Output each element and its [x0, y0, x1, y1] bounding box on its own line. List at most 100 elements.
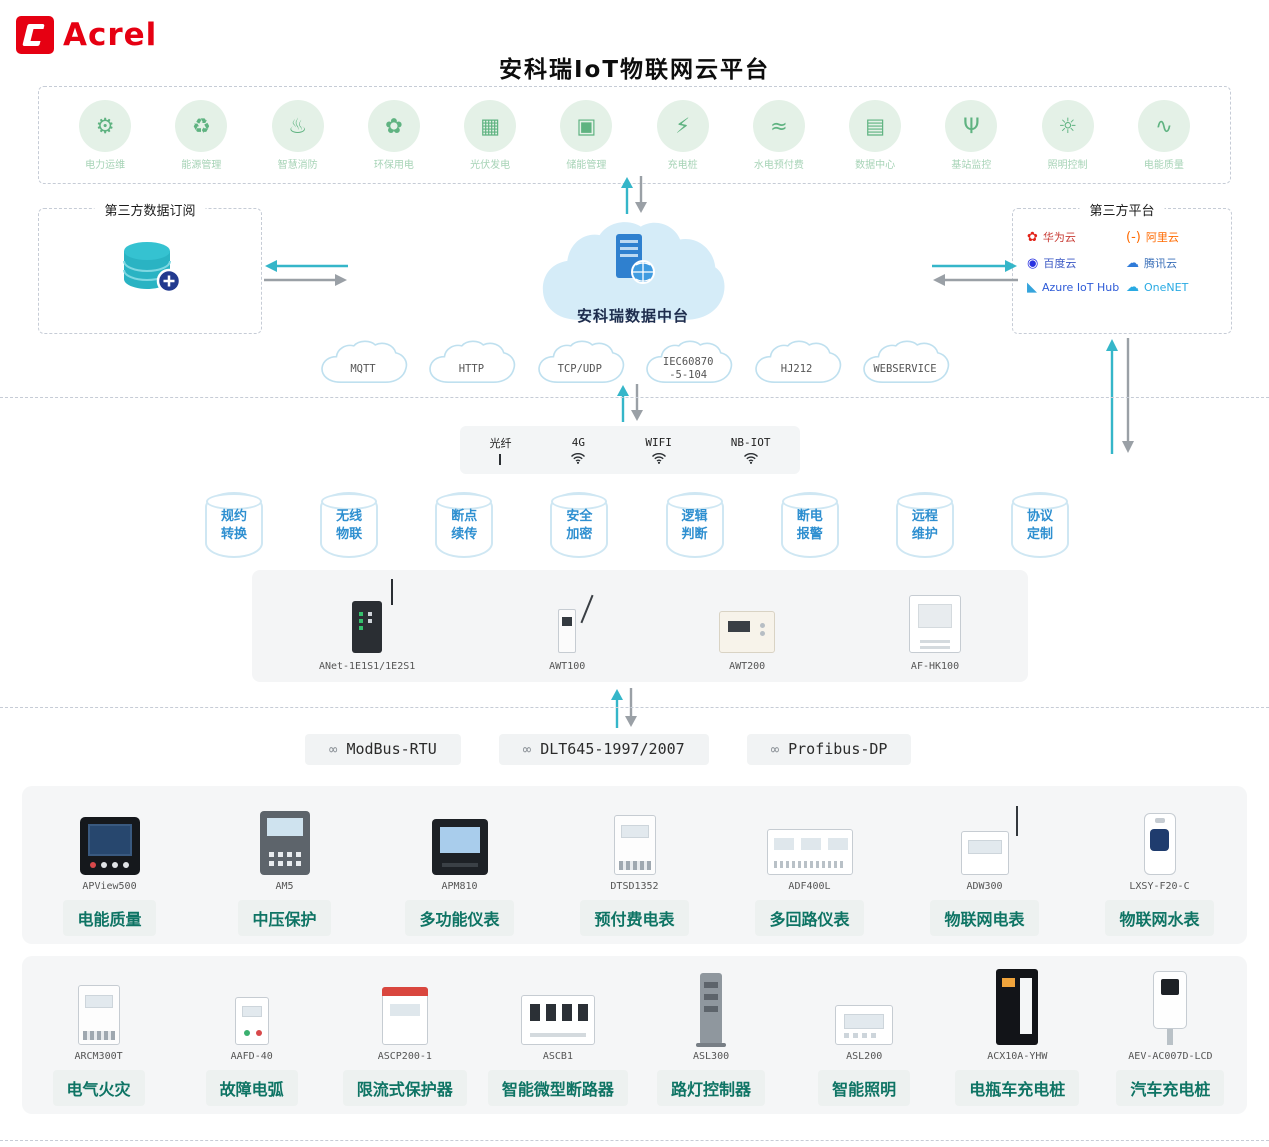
app-icon-item: ≈ 水电预付费: [743, 99, 815, 171]
app-icon-item: ♨ 智慧消防: [262, 99, 334, 171]
capability-label: 远程 维护: [911, 509, 938, 543]
capability-cylinder: 无线 物联: [320, 492, 379, 558]
capability-cylinder: 规约 转换: [205, 492, 263, 558]
app-icon-glyph: ☼: [1058, 113, 1078, 138]
app-icon-item: ▤ 数据中心: [839, 99, 911, 171]
product-item: DTSD1352 预付费电表: [547, 795, 722, 936]
app-icon: ▦: [464, 99, 517, 152]
capability-label: 安全 加密: [566, 509, 593, 543]
product-item: APM810 多功能仪表: [372, 795, 547, 936]
connectivity-item: WIFI: [645, 436, 672, 464]
gateway-item: AWT100: [549, 591, 585, 672]
cloud-shape-icon: [321, 340, 408, 383]
protocol-cloud-label: TCP/UDP: [557, 362, 602, 375]
provider-logo-icon: ✿: [1027, 229, 1038, 245]
product-image: [431, 818, 488, 875]
product-image: [835, 1004, 894, 1045]
product-image: [613, 814, 656, 875]
bus-protocol-row: ∞ModBus-RTU ∞DLT645-1997/2007 ∞Profibus-…: [305, 734, 912, 765]
product-model: ADF400L: [788, 880, 831, 892]
capability-label: 逻辑 判断: [681, 509, 708, 543]
product-image: [381, 986, 428, 1045]
product-image: [234, 996, 269, 1045]
product-model: ARCM300T: [74, 1050, 123, 1062]
section-divider: [0, 397, 1269, 398]
product-category-badge: 汽车充电桩: [1116, 1069, 1225, 1106]
app-icon-label: 智慧消防: [277, 159, 318, 171]
product-item: ASCB1 智能微型断路器: [481, 965, 634, 1106]
connectivity-item: 光纤: [489, 435, 511, 465]
protocol-cloud-label: WEBSERVICE: [873, 362, 937, 375]
connectivity-label: WIFI: [645, 436, 672, 449]
app-icon-glyph: ∿: [1155, 113, 1173, 138]
product-model: ACX10A-YHW: [987, 1050, 1048, 1062]
product-category-badge: 故障电弧: [205, 1069, 298, 1106]
product-category-badge: 电气火灾: [52, 1069, 145, 1106]
bus-protocol-label: ModBus-RTU: [346, 740, 437, 758]
product-item: ADW300 物联网电表: [897, 795, 1072, 936]
gateway-name: AF-HK100: [910, 661, 960, 672]
section-divider: [0, 1140, 1269, 1141]
gateway-device-image: [558, 609, 577, 653]
app-icon-label: 数据中心: [855, 159, 896, 171]
database-subscribe-icon: [123, 242, 182, 294]
product-model: AEV-AC007D-LCD: [1128, 1050, 1213, 1062]
app-icon: ∿: [1137, 99, 1190, 152]
app-icon-label: 环保用电: [373, 159, 414, 171]
bus-protocol-tag: ∞ModBus-RTU: [305, 734, 461, 765]
gateway-device-image: [719, 611, 776, 653]
app-icon-glyph: ⚙: [95, 113, 115, 138]
app-icon-item: Ψ 基站监控: [935, 99, 1007, 171]
app-icon-glyph: ≈: [770, 113, 788, 138]
app-icon-glyph: ▦: [480, 113, 501, 138]
app-icon-glyph: ♨: [288, 113, 308, 138]
product-category-badge: 物联网电表: [930, 899, 1039, 936]
app-icon: ♻: [175, 99, 228, 152]
product-model: ASL300: [693, 1050, 730, 1062]
capability-label: 协议 定制: [1026, 509, 1053, 543]
app-icon-item: ⚙ 电力运维: [69, 99, 141, 171]
app-icon: ▣: [560, 99, 613, 152]
product-model: DTSD1352: [610, 880, 659, 892]
protocol-cloud: HJ212: [750, 339, 844, 390]
gateway-item: AF-HK100: [909, 591, 962, 672]
bus-protocol-tag: ∞Profibus-DP: [746, 734, 912, 765]
provider-name: 华为云: [1042, 231, 1076, 244]
product-item: AM5 中压保护: [197, 795, 372, 936]
app-icon-label: 照明控制: [1047, 159, 1088, 171]
third-party-platform-box: 第三方平台 ✿ 华为云 (-) 阿里云 ◉ 百度云 ☁ 腾讯云 ◣ Azure …: [1012, 200, 1232, 334]
app-icon-item: ∿ 电能质量: [1128, 99, 1200, 171]
capability-cylinder: 断点 续传: [435, 492, 494, 558]
product-item: ARCM300T 电气火灾: [22, 965, 175, 1106]
app-icon-item: ▦ 光伏发电: [454, 99, 526, 171]
product-model: AM5: [275, 880, 294, 892]
connectivity-item: NB-IOT: [731, 436, 771, 464]
app-icon: ♨: [271, 99, 324, 152]
capability-label: 断电 报警: [796, 509, 823, 543]
capability-cylinder: 逻辑 判断: [665, 492, 724, 558]
product-model: LXSY-F20-C: [1129, 880, 1190, 892]
brand-name: Acrel: [63, 17, 158, 53]
product-category-badge: 电瓶车充电桩: [955, 1069, 1080, 1106]
product-category-badge: 物联网水表: [1105, 899, 1214, 936]
provider-name: Azure IoT Hub: [1042, 281, 1120, 294]
platform-box-title: 第三方平台: [1079, 200, 1165, 219]
brand-logo: Acrel: [16, 16, 157, 54]
protocol-cloud: WEBSERVICE: [858, 339, 952, 390]
cloud-provider-item: ◣ Azure IoT Hub: [1027, 281, 1124, 294]
product-item: APView500 电能质量: [22, 795, 197, 936]
gateway-device-image: [909, 595, 962, 653]
gateway-item: ANet-1E1S1/1E2S1: [319, 579, 415, 672]
product-model: ASCP200-1: [377, 1050, 432, 1062]
provider-grid: ✿ 华为云 (-) 阿里云 ◉ 百度云 ☁ 腾讯云 ◣ Azure IoT Hu…: [1013, 209, 1231, 302]
data-middleware-cloud: 安科瑞数据中台: [535, 218, 731, 336]
product-image: [259, 810, 310, 875]
server-icon: [616, 234, 655, 284]
section-divider: [0, 707, 1269, 708]
app-icon-glyph: ♻: [191, 113, 211, 138]
cloud-provider-item: ☁ OneNET: [1126, 281, 1223, 294]
link-icon: ∞: [770, 742, 780, 758]
provider-name: 百度云: [1043, 257, 1077, 270]
product-row-1: APView500 电能质量 AM5 中压保护 APM810 多功能仪表 DTS…: [22, 786, 1247, 944]
